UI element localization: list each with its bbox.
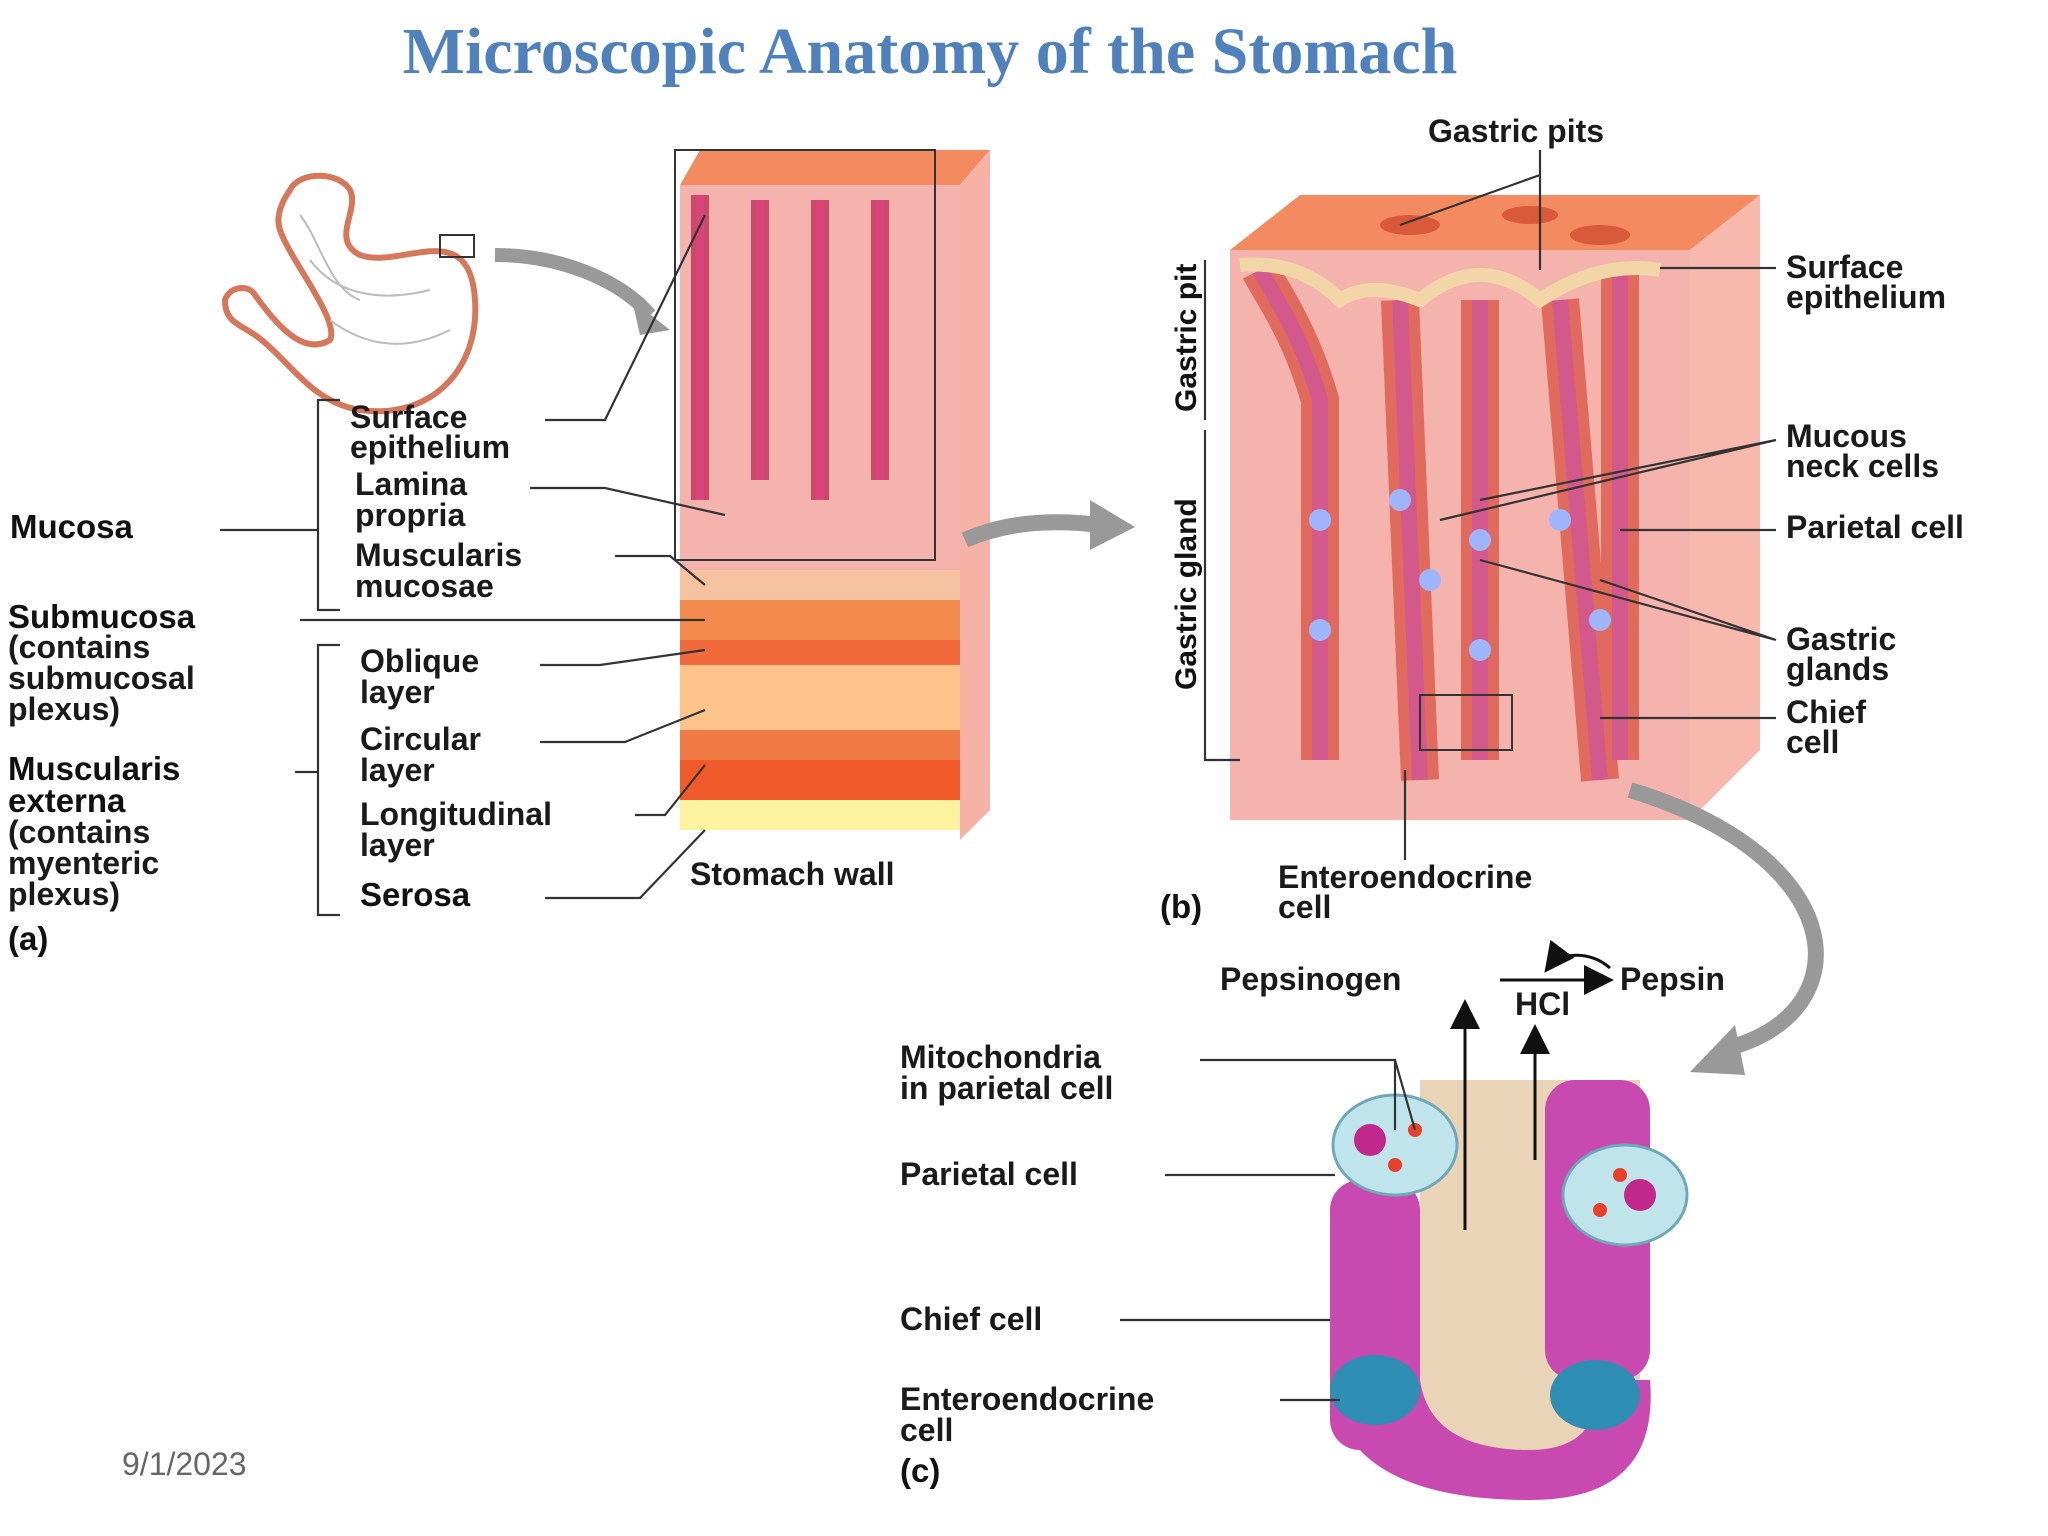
label-a-surface-epithelium-2: epithelium: [350, 429, 510, 465]
label-lamina-propria-2: propria: [355, 497, 465, 533]
label-gastric-pit: Gastric pit: [1170, 264, 1203, 412]
label-serosa: Serosa: [360, 876, 471, 913]
label-mitochondria-1: Mitochondria: [900, 1039, 1101, 1075]
label-oblique-2: layer: [360, 674, 435, 710]
label-b-surface-epithelium-1: Surface: [1786, 249, 1903, 285]
label-longitudinal-2: layer: [360, 827, 435, 863]
stomach-outline-icon: [221, 172, 479, 415]
label-gastric-gland: Gastric gland: [1170, 498, 1203, 690]
label-gastric-glands-1: Gastric: [1786, 621, 1896, 657]
label-b-chief-cell-1: Chief: [1786, 694, 1866, 730]
label-a-surface-epithelium-1: Surface: [350, 399, 467, 435]
label-c-chief-cell: Chief cell: [900, 1301, 1042, 1337]
label-b-surface-epithelium-2: epithelium: [1786, 279, 1946, 315]
label-muscularis-externa-3: (contains: [8, 814, 150, 850]
label-c-enteroendocrine-1: Enteroendocrine: [900, 1381, 1154, 1417]
zoom-arrow-a: [494, 248, 656, 320]
label-muscularis-externa-4: myenteric: [8, 845, 159, 881]
label-circular-2: layer: [360, 752, 435, 788]
label-submucosa-3: submucosal: [8, 660, 195, 696]
panel-a-tag: (a): [8, 920, 48, 957]
label-mucous-neck-1: Mucous: [1786, 418, 1907, 454]
label-b-enteroendocrine-1: Enteroendocrine: [1278, 859, 1532, 895]
stomach-wall-block: [674, 149, 990, 840]
label-mucous-neck-2: neck cells: [1786, 448, 1939, 484]
label-submucosa: Submucosa: [8, 598, 196, 635]
label-muscularis-externa-5: plexus): [8, 876, 120, 912]
label-pepsin: Pepsin: [1620, 961, 1725, 997]
label-submucosa-2: (contains: [8, 629, 150, 665]
zoom-arrow-b-head: [1090, 500, 1135, 550]
label-muscularis-mucosae-1: Muscularis: [355, 537, 522, 573]
caption-stomach-wall: Stomach wall: [690, 856, 895, 892]
label-c-enteroendocrine-2: cell: [900, 1412, 953, 1448]
label-c-parietal-cell: Parietal cell: [900, 1156, 1078, 1192]
label-circular-1: Circular: [360, 721, 481, 757]
panel-c-tag: (c): [900, 1452, 940, 1489]
label-muscularis-externa-1: Muscularis: [8, 750, 180, 787]
label-mucosa: Mucosa: [10, 508, 134, 545]
label-b-chief-cell-2: cell: [1786, 724, 1839, 760]
label-longitudinal-1: Longitudinal: [360, 796, 552, 832]
label-muscularis-mucosae-2: mucosae: [355, 568, 494, 604]
zoom-arrow-c: [1627, 782, 1824, 1058]
zoom-arrow-c-head: [1690, 1025, 1745, 1075]
label-pepsinogen: Pepsinogen: [1220, 961, 1401, 997]
panel-b-tag: (b): [1160, 888, 1202, 925]
label-oblique-1: Oblique: [360, 643, 479, 679]
label-b-enteroendocrine-2: cell: [1278, 889, 1331, 925]
label-hcl: HCl: [1515, 986, 1570, 1022]
gastric-gland-closeup: [1330, 1080, 1689, 1500]
label-mitochondria-2: in parietal cell: [900, 1070, 1113, 1106]
label-b-parietal-cell: Parietal cell: [1786, 509, 1964, 545]
label-lamina-propria-1: Lamina: [355, 466, 467, 502]
slide-date: 9/1/2023: [122, 1446, 247, 1482]
slide-title: Microscopic Anatomy of the Stomach: [402, 15, 1458, 88]
gastric-gland-block: [1230, 195, 1760, 820]
label-submucosa-4: plexus): [8, 691, 120, 727]
label-gastric-glands-2: glands: [1786, 651, 1889, 687]
label-muscularis-externa-2: externa: [8, 782, 126, 819]
label-gastric-pits: Gastric pits: [1428, 113, 1604, 149]
zoom-arrow-b: [961, 514, 1101, 548]
zoom-arrow-a-head: [632, 300, 670, 335]
